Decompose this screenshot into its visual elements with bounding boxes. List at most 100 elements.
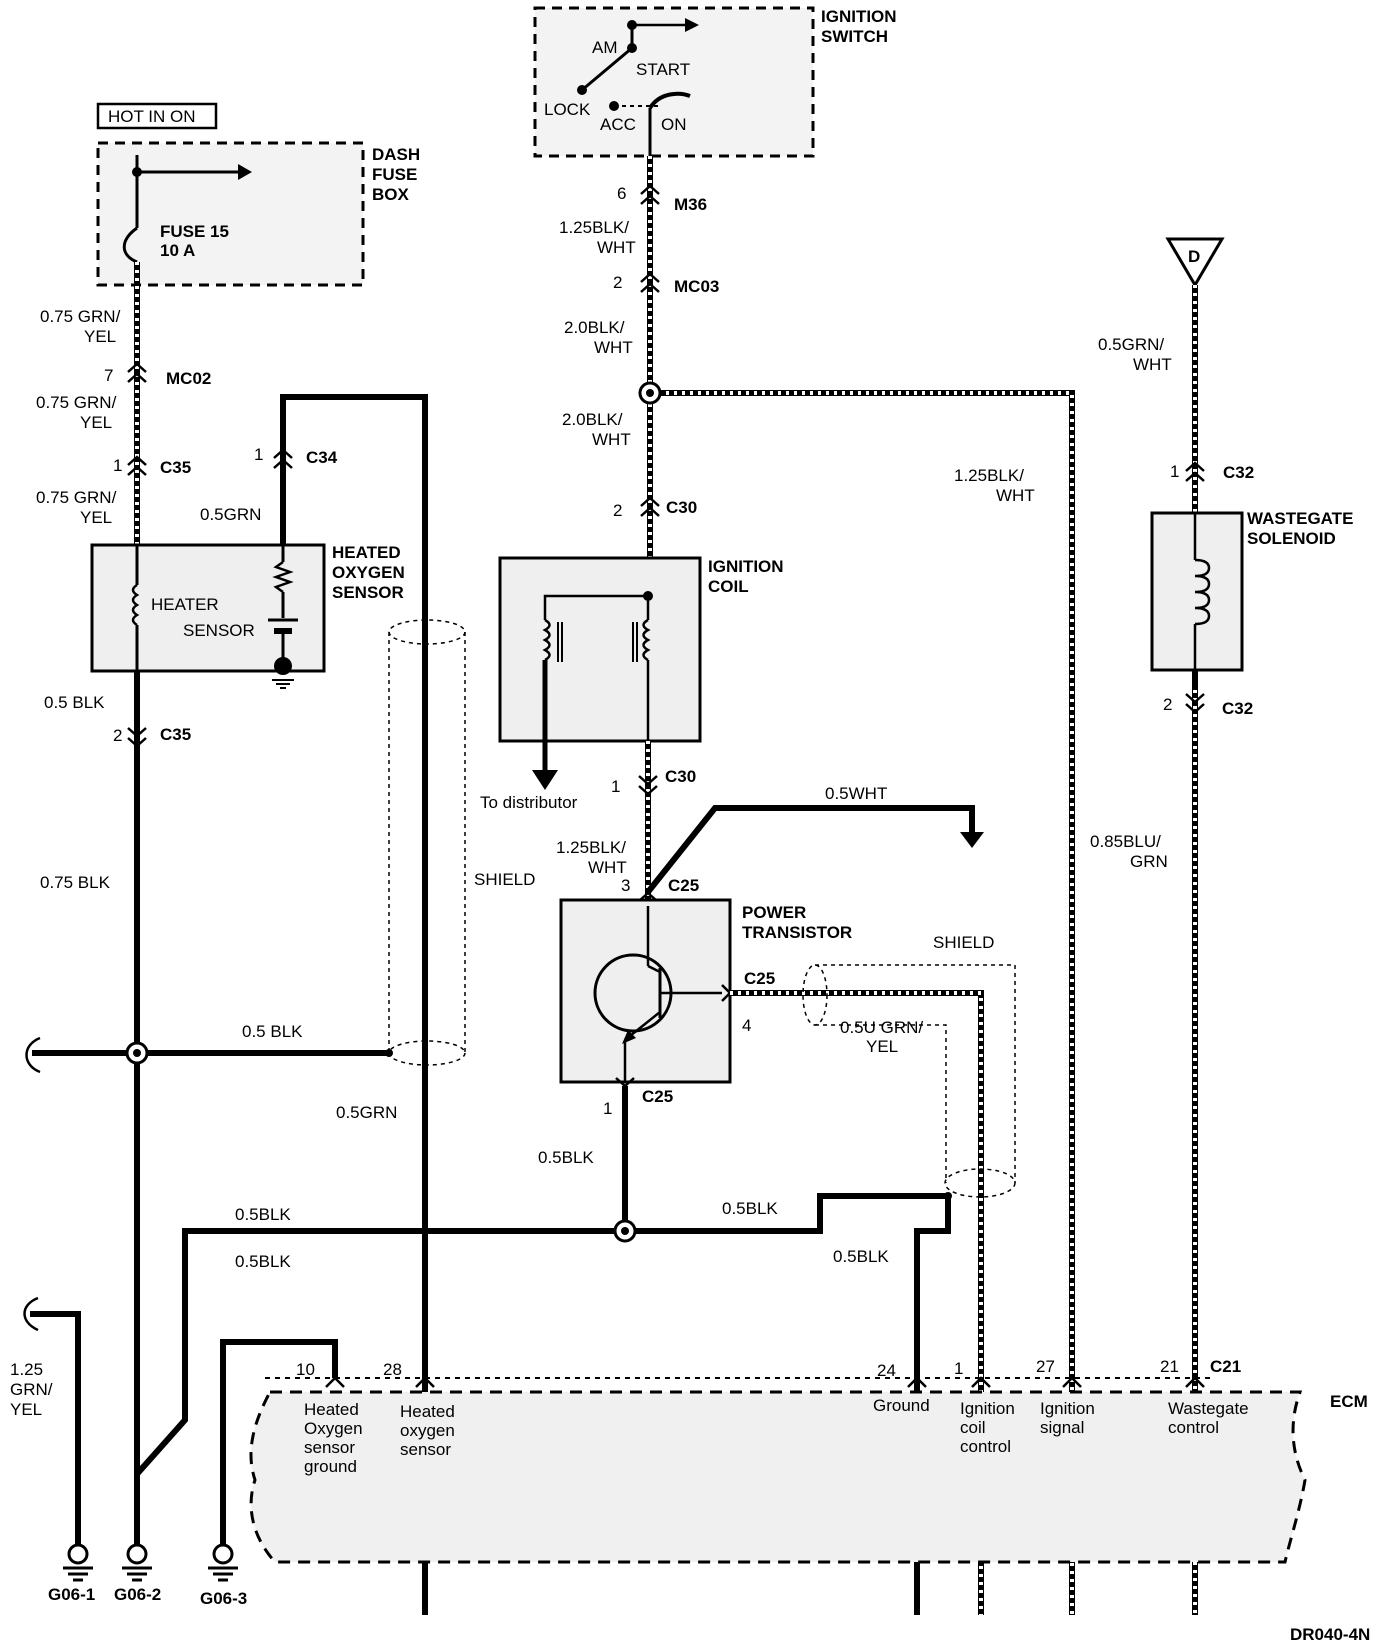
wire-label: 1.25BLK/ <box>954 466 1024 485</box>
wire-label: 1.25 <box>10 1360 43 1379</box>
connector-label: C35 <box>160 458 191 477</box>
wire-label: YEL <box>10 1400 42 1419</box>
fuse-15-symbol <box>122 155 252 264</box>
ecm-pin-28: 28 Heated oxygen sensor <box>383 1360 455 1459</box>
shield-label: SHIELD <box>933 933 994 952</box>
connector-label: C25 <box>668 876 699 895</box>
dash-fuse-box-label-1: DASH <box>372 145 420 164</box>
pin-number: 1 <box>611 777 620 796</box>
connector-c30-bottom <box>638 775 658 796</box>
ground-label: G06-1 <box>48 1585 95 1604</box>
component-label: SWITCH <box>821 27 888 46</box>
wire-label: 0.5GRN <box>336 1103 397 1122</box>
ecm-pin-1: 1 Ignition coil control <box>954 1359 1015 1456</box>
connector-label: MC03 <box>674 277 719 296</box>
connector-c32-bottom <box>1185 693 1205 714</box>
svg-text:control: control <box>1168 1418 1219 1437</box>
component-label: SOLENOID <box>1247 529 1336 548</box>
wire-label: 0.75 GRN/ <box>40 307 121 326</box>
component-label: OXYGEN <box>332 563 405 582</box>
wire-label: YEL <box>866 1037 898 1056</box>
ecm-pin-21: 21 C21 Wastegate control <box>1160 1357 1249 1437</box>
connector-label: C25 <box>642 1087 673 1106</box>
wire-label: 0.5BLK <box>538 1148 594 1167</box>
svg-text:Heated: Heated <box>304 1400 359 1419</box>
svg-text:control: control <box>960 1437 1011 1456</box>
ground-g06-1 <box>63 1543 93 1582</box>
shield-label: SHIELD <box>474 870 535 889</box>
pin-number: 7 <box>104 366 113 385</box>
dash-fuse-box <box>96 141 365 287</box>
wire-label: 0.5BLK <box>235 1205 291 1224</box>
connector-label: C30 <box>666 498 697 517</box>
to-distributor-label: To distributor <box>480 793 578 812</box>
wire-label: 0.5U GRN/ <box>840 1018 923 1037</box>
ecm-module <box>249 1390 1307 1564</box>
dash-fuse-box-label-2: FUSE <box>372 165 417 184</box>
svg-text:HOT IN ON: HOT IN ON <box>108 107 196 126</box>
wire-label: 0.5GRN <box>200 505 261 524</box>
wire-label: 1.25BLK/ <box>556 838 626 857</box>
svg-text:27: 27 <box>1036 1357 1055 1376</box>
svg-text:Ignition: Ignition <box>960 1399 1015 1418</box>
connector-label: C34 <box>306 448 338 467</box>
wire-label: WHT <box>594 338 633 357</box>
wire-label: 2.0BLK/ <box>562 410 623 429</box>
ignition-coil-symbol <box>532 591 653 790</box>
connector-c32-top <box>1185 461 1205 482</box>
component-label: POWER <box>742 903 806 922</box>
connector-c35-top <box>127 455 147 476</box>
power-transistor <box>559 898 732 1084</box>
ignition-switch <box>533 6 815 158</box>
dash-fuse-box-label-3: BOX <box>372 185 410 204</box>
svg-text:oxygen: oxygen <box>400 1421 455 1440</box>
component-label: COIL <box>708 577 749 596</box>
fuse-label: FUSE 15 <box>160 222 229 241</box>
transistor-symbol <box>593 906 732 1082</box>
wire-label: WHT <box>996 486 1035 505</box>
hot-in-on-label: HOT IN ON <box>96 102 218 130</box>
svg-text:Heated: Heated <box>400 1402 455 1421</box>
connector-label: C30 <box>665 767 696 786</box>
wire-label: 0.5 BLK <box>242 1022 303 1041</box>
connector-d: D <box>1165 237 1225 288</box>
pin-number: 2 <box>1163 695 1172 714</box>
pin-number: 4 <box>742 1016 751 1035</box>
pin-number: 2 <box>613 501 622 520</box>
switch-position-lock: LOCK <box>544 100 591 119</box>
wire-label: GRN <box>1130 852 1168 871</box>
pin-number: 2 <box>613 273 622 292</box>
svg-text:sensor: sensor <box>400 1440 451 1459</box>
pin-number: 1 <box>1170 462 1179 481</box>
wire-label: YEL <box>84 327 116 346</box>
connector-label: C35 <box>160 725 191 744</box>
switch-position-on: ON <box>661 115 687 134</box>
sensor-label: SENSOR <box>183 621 255 640</box>
switch-position-acc: ACC <box>600 115 636 134</box>
heater-label: HEATER <box>151 595 219 614</box>
ignition-switch-symbol <box>577 18 699 156</box>
svg-text:D: D <box>1188 247 1200 266</box>
connector-label: C25 <box>744 969 775 988</box>
svg-text:Wastegate: Wastegate <box>1168 1399 1249 1418</box>
connector-c30-top <box>640 496 660 517</box>
svg-text:Ground: Ground <box>873 1396 930 1415</box>
ground-g06-2 <box>122 1543 152 1582</box>
diagram-id: DR040-4N <box>1290 1625 1370 1644</box>
connector-label: C32 <box>1222 699 1253 718</box>
component-label: TRANSISTOR <box>742 923 852 942</box>
ecm-pin-10: 10 Heated Oxygen sensor ground <box>296 1360 363 1476</box>
svg-text:10: 10 <box>296 1360 315 1379</box>
wire-label: WHT <box>592 430 631 449</box>
component-label: SENSOR <box>332 583 404 602</box>
wire-label: 0.5 BLK <box>44 693 105 712</box>
pin-number: 6 <box>617 184 626 203</box>
wire-label: WHT <box>588 858 627 877</box>
wire-label: 0.5BLK <box>235 1252 291 1271</box>
connector-c35-bottom <box>127 727 147 748</box>
shield-right <box>802 964 1016 1198</box>
ecm-label: ECM <box>1330 1392 1368 1411</box>
svg-text:coil: coil <box>960 1418 986 1437</box>
ecm-pin-24: 24 Ground <box>873 1361 930 1415</box>
